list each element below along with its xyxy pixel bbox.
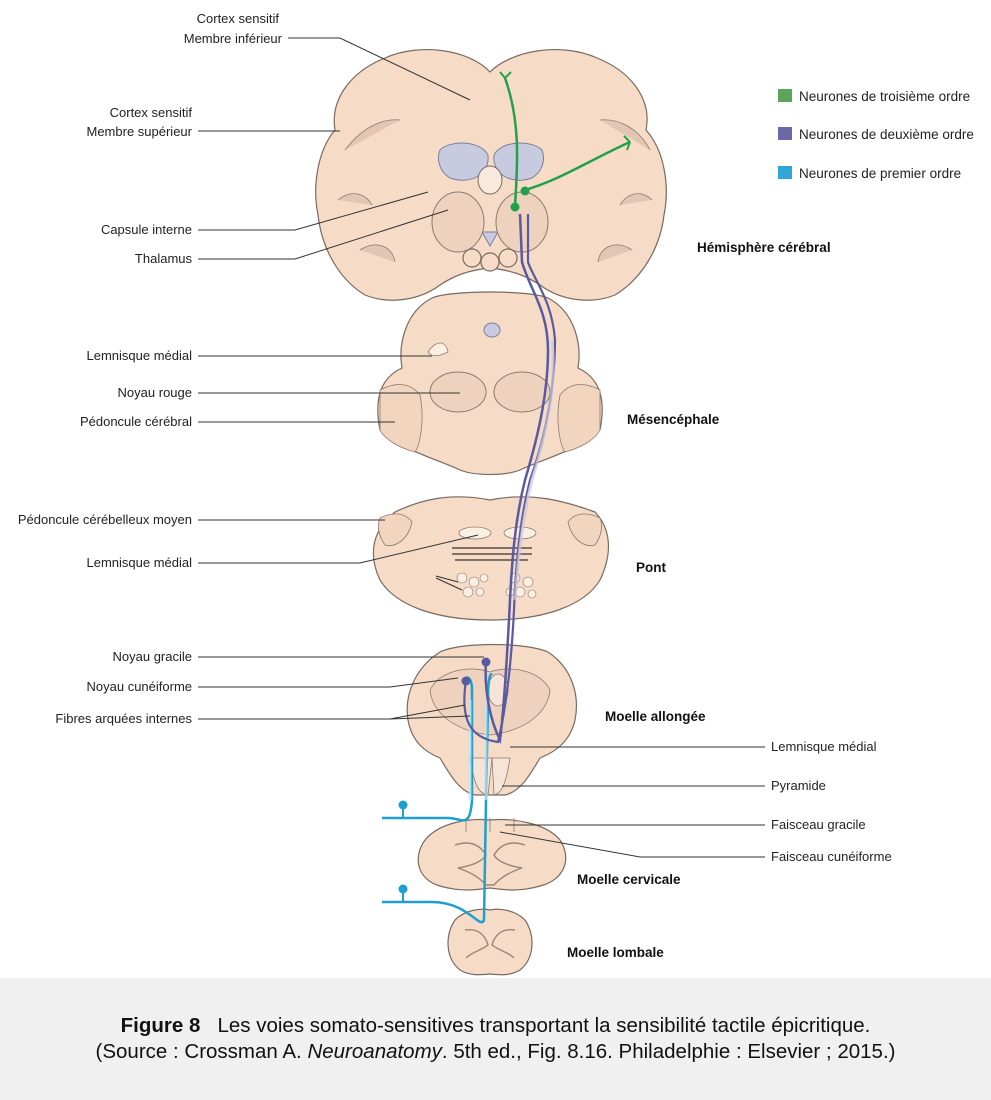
pons-section [372,496,610,621]
somatosensory-pathway-diagram: Cortex sensitif Membre inférieur Cortex … [18,11,974,976]
caption-figure-label: Figure 8 [120,1014,201,1037]
label-capsule-interne: Capsule interne [101,222,192,237]
legend: Neurones de troisième ordre Neurones de … [778,89,974,181]
midbrain-section [377,291,603,476]
legend-label-first-order: Neurones de premier ordre [799,166,961,181]
label-noyau-gracile: Noyau gracile [113,649,193,664]
legend-label-second-order: Neurones de deuxième ordre [799,127,974,142]
caption-text-1: Les voies somato-sensitives transportant… [217,1014,871,1037]
label-fibres-arquees: Fibres arquées internes [55,711,192,726]
label-cortex-superieur-2: Membre supérieur [87,124,193,139]
caption-book: Neuroanatomy [307,1040,442,1063]
cerebral-hemisphere-section [315,48,667,301]
label-lemnisque-medial-2: Lemnisque médial [86,555,192,570]
section-mesencephale: Mésencéphale [627,412,720,427]
label-cortex-inferieur-2: Membre inférieur [184,31,283,46]
legend-swatch-first-order [778,166,792,179]
label-thalamus: Thalamus [135,251,193,266]
section-moelle-allongee: Moelle allongée [605,709,706,724]
lumbar-cord-section [447,908,533,976]
legend-swatch-second-order [778,127,792,140]
legend-label-third-order: Neurones de troisième ordre [799,89,970,104]
label-faisceau-gracile: Faisceau gracile [771,817,866,832]
label-noyau-rouge: Noyau rouge [118,385,192,400]
section-pont: Pont [636,560,666,575]
label-noyau-cuneiforme: Noyau cunéiforme [87,679,193,694]
label-cortex-inferieur-1: Cortex sensitif [197,11,280,26]
label-pedoncule-cerebral: Pédoncule cérébral [80,414,192,429]
caption-text-2: (Source : Crossman A. [95,1040,308,1063]
section-moelle-lombale: Moelle lombale [567,945,664,960]
legend-swatch-third-order [778,89,792,102]
label-pedoncule-cerebelleux: Pédoncule cérébelleux moyen [18,512,192,527]
caption-text-3: . 5th ed., Fig. 8.16. Philadelphie : Els… [441,1040,896,1063]
label-pyramide: Pyramide [771,778,826,793]
label-lemnisque-medial-1: Lemnisque médial [86,348,192,363]
label-faisceau-cuneiforme: Faisceau cunéiforme [771,849,892,864]
figure-caption: Figure 8 Les voies somato-sensitives tra… [0,978,991,1100]
leader-lines [198,37,765,858]
section-moelle-cervicale: Moelle cervicale [577,872,681,887]
cervical-cord-section [417,818,567,891]
pathway-lines [382,71,631,924]
section-hemisphere: Hémisphère cérébral [697,240,831,255]
label-cortex-superieur-1: Cortex sensitif [110,105,193,120]
label-lemnisque-medial-3: Lemnisque médial [771,739,877,754]
